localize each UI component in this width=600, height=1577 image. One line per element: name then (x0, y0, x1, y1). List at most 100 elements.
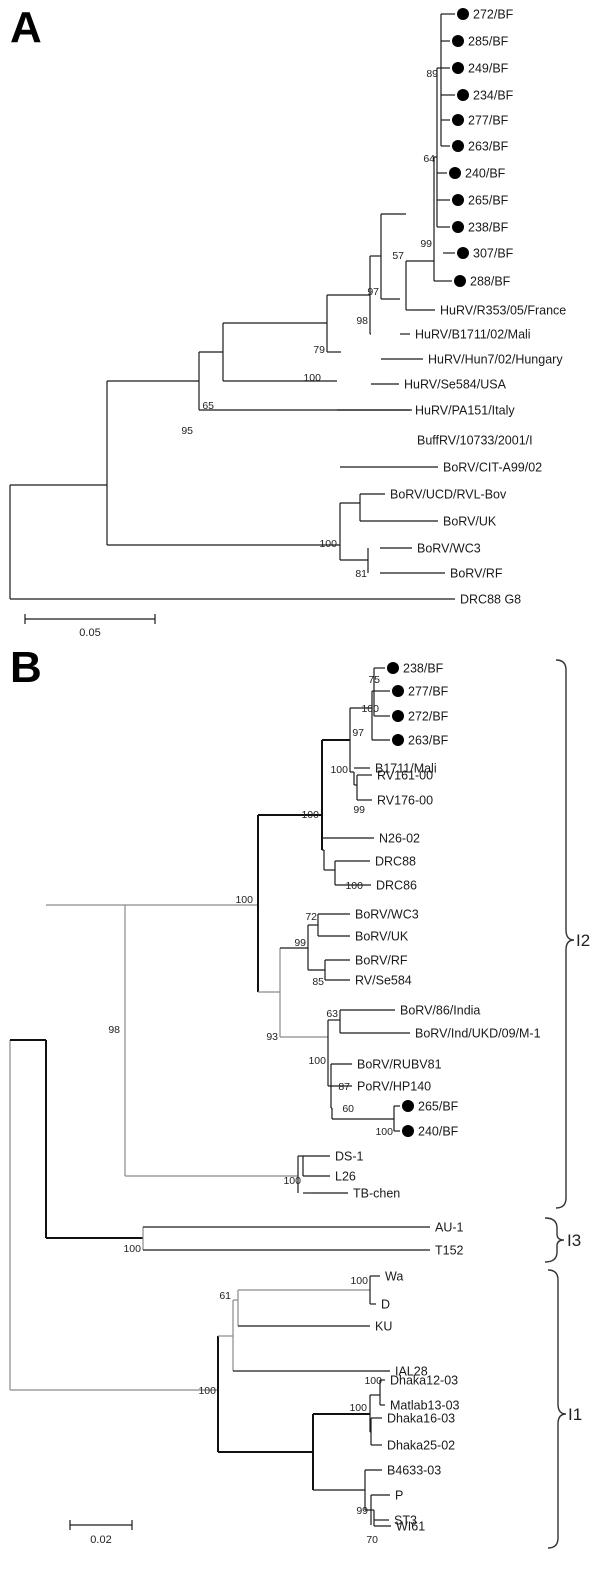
bootstrap-label: 100 (123, 1243, 141, 1255)
bootstrap-label: 57 (392, 250, 404, 262)
tree-b-tip-label: Dhaka12-03 (390, 1374, 458, 1388)
tree-b-tip-label: BoRV/WC3 (355, 908, 419, 922)
tree-b-sample-marker-dot (402, 1125, 414, 1137)
tree-b-tip-label: BoRV/86/India (400, 1004, 480, 1018)
bootstrap-label: 100 (283, 1175, 301, 1187)
tree-b-tip-label: 240/BF (418, 1125, 459, 1139)
tree-a-tip-label: HuRV/Se584/USA (404, 378, 507, 392)
clade-label-i2: I2 (576, 931, 590, 950)
tree-b-tip-label: IAL28 (395, 1365, 428, 1379)
tree-a-tip-label: 249/BF (468, 62, 509, 76)
bootstrap-label: 100 (301, 809, 319, 821)
bootstrap-label: 100 (349, 1402, 367, 1414)
tree-b-tip-label: D (381, 1298, 390, 1312)
bootstrap-label: 60 (342, 1103, 354, 1115)
tree-a-sample-marker-dot (449, 167, 461, 179)
bootstrap-label: 79 (313, 344, 325, 356)
clade-i3-bracket (544, 1217, 565, 1263)
tree-a-tip-label: BoRV/UK (443, 515, 497, 529)
tree-b-tip-label: P (395, 1489, 403, 1503)
tree-b-tip-label: DS-1 (335, 1150, 364, 1164)
bootstrap-label: 87 (338, 1081, 350, 1093)
bootstrap-label: 72 (305, 911, 317, 923)
bootstrap-label: 100 (198, 1385, 216, 1397)
tree-a-sample-marker-dot (452, 194, 464, 206)
bootstrap-label: 70 (366, 1534, 378, 1546)
bootstrap-label: 98 (356, 315, 368, 327)
tree-a-sample-marker-dot (452, 62, 464, 74)
clade-i1-bracket (547, 1269, 567, 1549)
tree-a-tip-label: 307/BF (473, 247, 514, 261)
tree-b-tip-label: RV161-00 (377, 769, 433, 783)
tree-a-tip-label: HuRV/PA151/Italy (415, 404, 515, 418)
bootstrap-label: 63 (326, 1008, 338, 1020)
bootstrap-label: 61 (219, 1290, 231, 1302)
bootstrap-label: 75 (368, 674, 380, 686)
tree-a-bootstrap-labels: 89 64 99 57 97 98 79 100 65 95 100 81 (181, 68, 438, 580)
tree-a-tip-label: 240/BF (465, 167, 506, 181)
tree-b-sample-marker-dot (392, 685, 404, 697)
bootstrap-label: 97 (367, 286, 379, 298)
clade-brackets: I2 I3 I1 (544, 659, 590, 1549)
tree-a-tip-label: 234/BF (473, 89, 514, 103)
tree-b-tip-label: 265/BF (418, 1100, 459, 1114)
tree-a-tips: 272/BF285/BF249/BF234/BF277/BF263/BF240/… (337, 8, 566, 607)
tree-b-tip-label: L26 (335, 1170, 356, 1184)
clade-label-i1: I1 (568, 1405, 582, 1424)
bootstrap-label: 100 (345, 880, 363, 892)
tree-a-tip-label: HuRV/R353/05/France (440, 304, 566, 318)
bootstrap-label: 98 (108, 1024, 120, 1036)
tree-b-tip-label: Matlab13-03 (390, 1399, 460, 1413)
tree-b-tip-label: T152 (435, 1244, 464, 1258)
tree-a-tip-label: BoRV/CIT-A99/02 (443, 461, 542, 475)
tree-b-tip-label: BoRV/Ind/UKD/09/M-1 (415, 1027, 541, 1041)
tree-b-tip-label: RV/Se584 (355, 974, 412, 988)
tree-a-tip-label: DRC88 G8 (460, 593, 521, 607)
tree-b-branches (9, 668, 395, 1526)
bootstrap-label: 100 (235, 894, 253, 906)
clade-label-i3: I3 (567, 1231, 581, 1250)
tree-b-tip-label: BoRV/RUBV81 (357, 1058, 442, 1072)
scale-bar-a-label: 0.05 (79, 627, 100, 639)
tree-b-tip-label: WI61 (396, 1520, 425, 1534)
tree-a-tip-label: 265/BF (468, 194, 509, 208)
tree-a-tip-label: BoRV/UCD/RVL-Bov (390, 488, 507, 502)
panel-a-letter: A (10, 3, 42, 52)
scale-bar-b: 0.02 (69, 1520, 133, 1546)
tree-b-tip-label: RV176-00 (377, 794, 433, 808)
tree-a-sample-marker-dot (452, 35, 464, 47)
tree-a-sample-marker-dot (452, 140, 464, 152)
tree-a-tip-label: 272/BF (473, 8, 514, 22)
tree-b-tip-label: PoRV/HP140 (357, 1080, 431, 1094)
tree-b-tip-label: B4633-03 (387, 1464, 441, 1478)
tree-b-sample-marker-dot (392, 734, 404, 746)
tree-b-sample-marker-dot (392, 710, 404, 722)
bootstrap-label: 100 (308, 1055, 326, 1067)
tree-b-tip-label: N26-02 (379, 832, 420, 846)
bootstrap-label: 85 (312, 976, 324, 988)
tree-b-tip-label: 272/BF (408, 710, 449, 724)
bootstrap-label: 95 (181, 425, 193, 437)
tree-b-tip-label: 263/BF (408, 734, 449, 748)
bootstrap-label: 99 (353, 804, 365, 816)
tree-b-tip-label: Dhaka25-02 (387, 1439, 455, 1453)
tree-a-tip-label: HuRV/Hun7/02/Hungary (428, 353, 563, 367)
tree-a-tip-label: HuRV/B1711/02/Mali (415, 328, 531, 342)
bootstrap-label: 100 (319, 538, 337, 550)
tree-b-tip-label: 277/BF (408, 685, 449, 699)
bootstrap-label: 65 (202, 400, 214, 412)
tree-a-tip-label: 285/BF (468, 35, 509, 49)
tree-b-tip-label: DRC88 (375, 855, 416, 869)
tree-b-tip-label: TB-chen (353, 1187, 400, 1201)
tree-b-tip-label: Wa (385, 1270, 403, 1284)
tree-a-sample-marker-dot (457, 8, 469, 20)
tree-a-sample-marker-dot (454, 275, 466, 287)
tree-b-sample-marker-dot (387, 662, 399, 674)
bootstrap-label: 100 (330, 764, 348, 776)
tree-b-sample-marker-dot (402, 1100, 414, 1112)
tree-a-sample-marker-dot (457, 89, 469, 101)
clade-i2-bracket (555, 659, 575, 1209)
tree-b-tip-label: Dhaka16-03 (387, 1412, 455, 1426)
tree-a-tip-label: 263/BF (468, 140, 509, 154)
